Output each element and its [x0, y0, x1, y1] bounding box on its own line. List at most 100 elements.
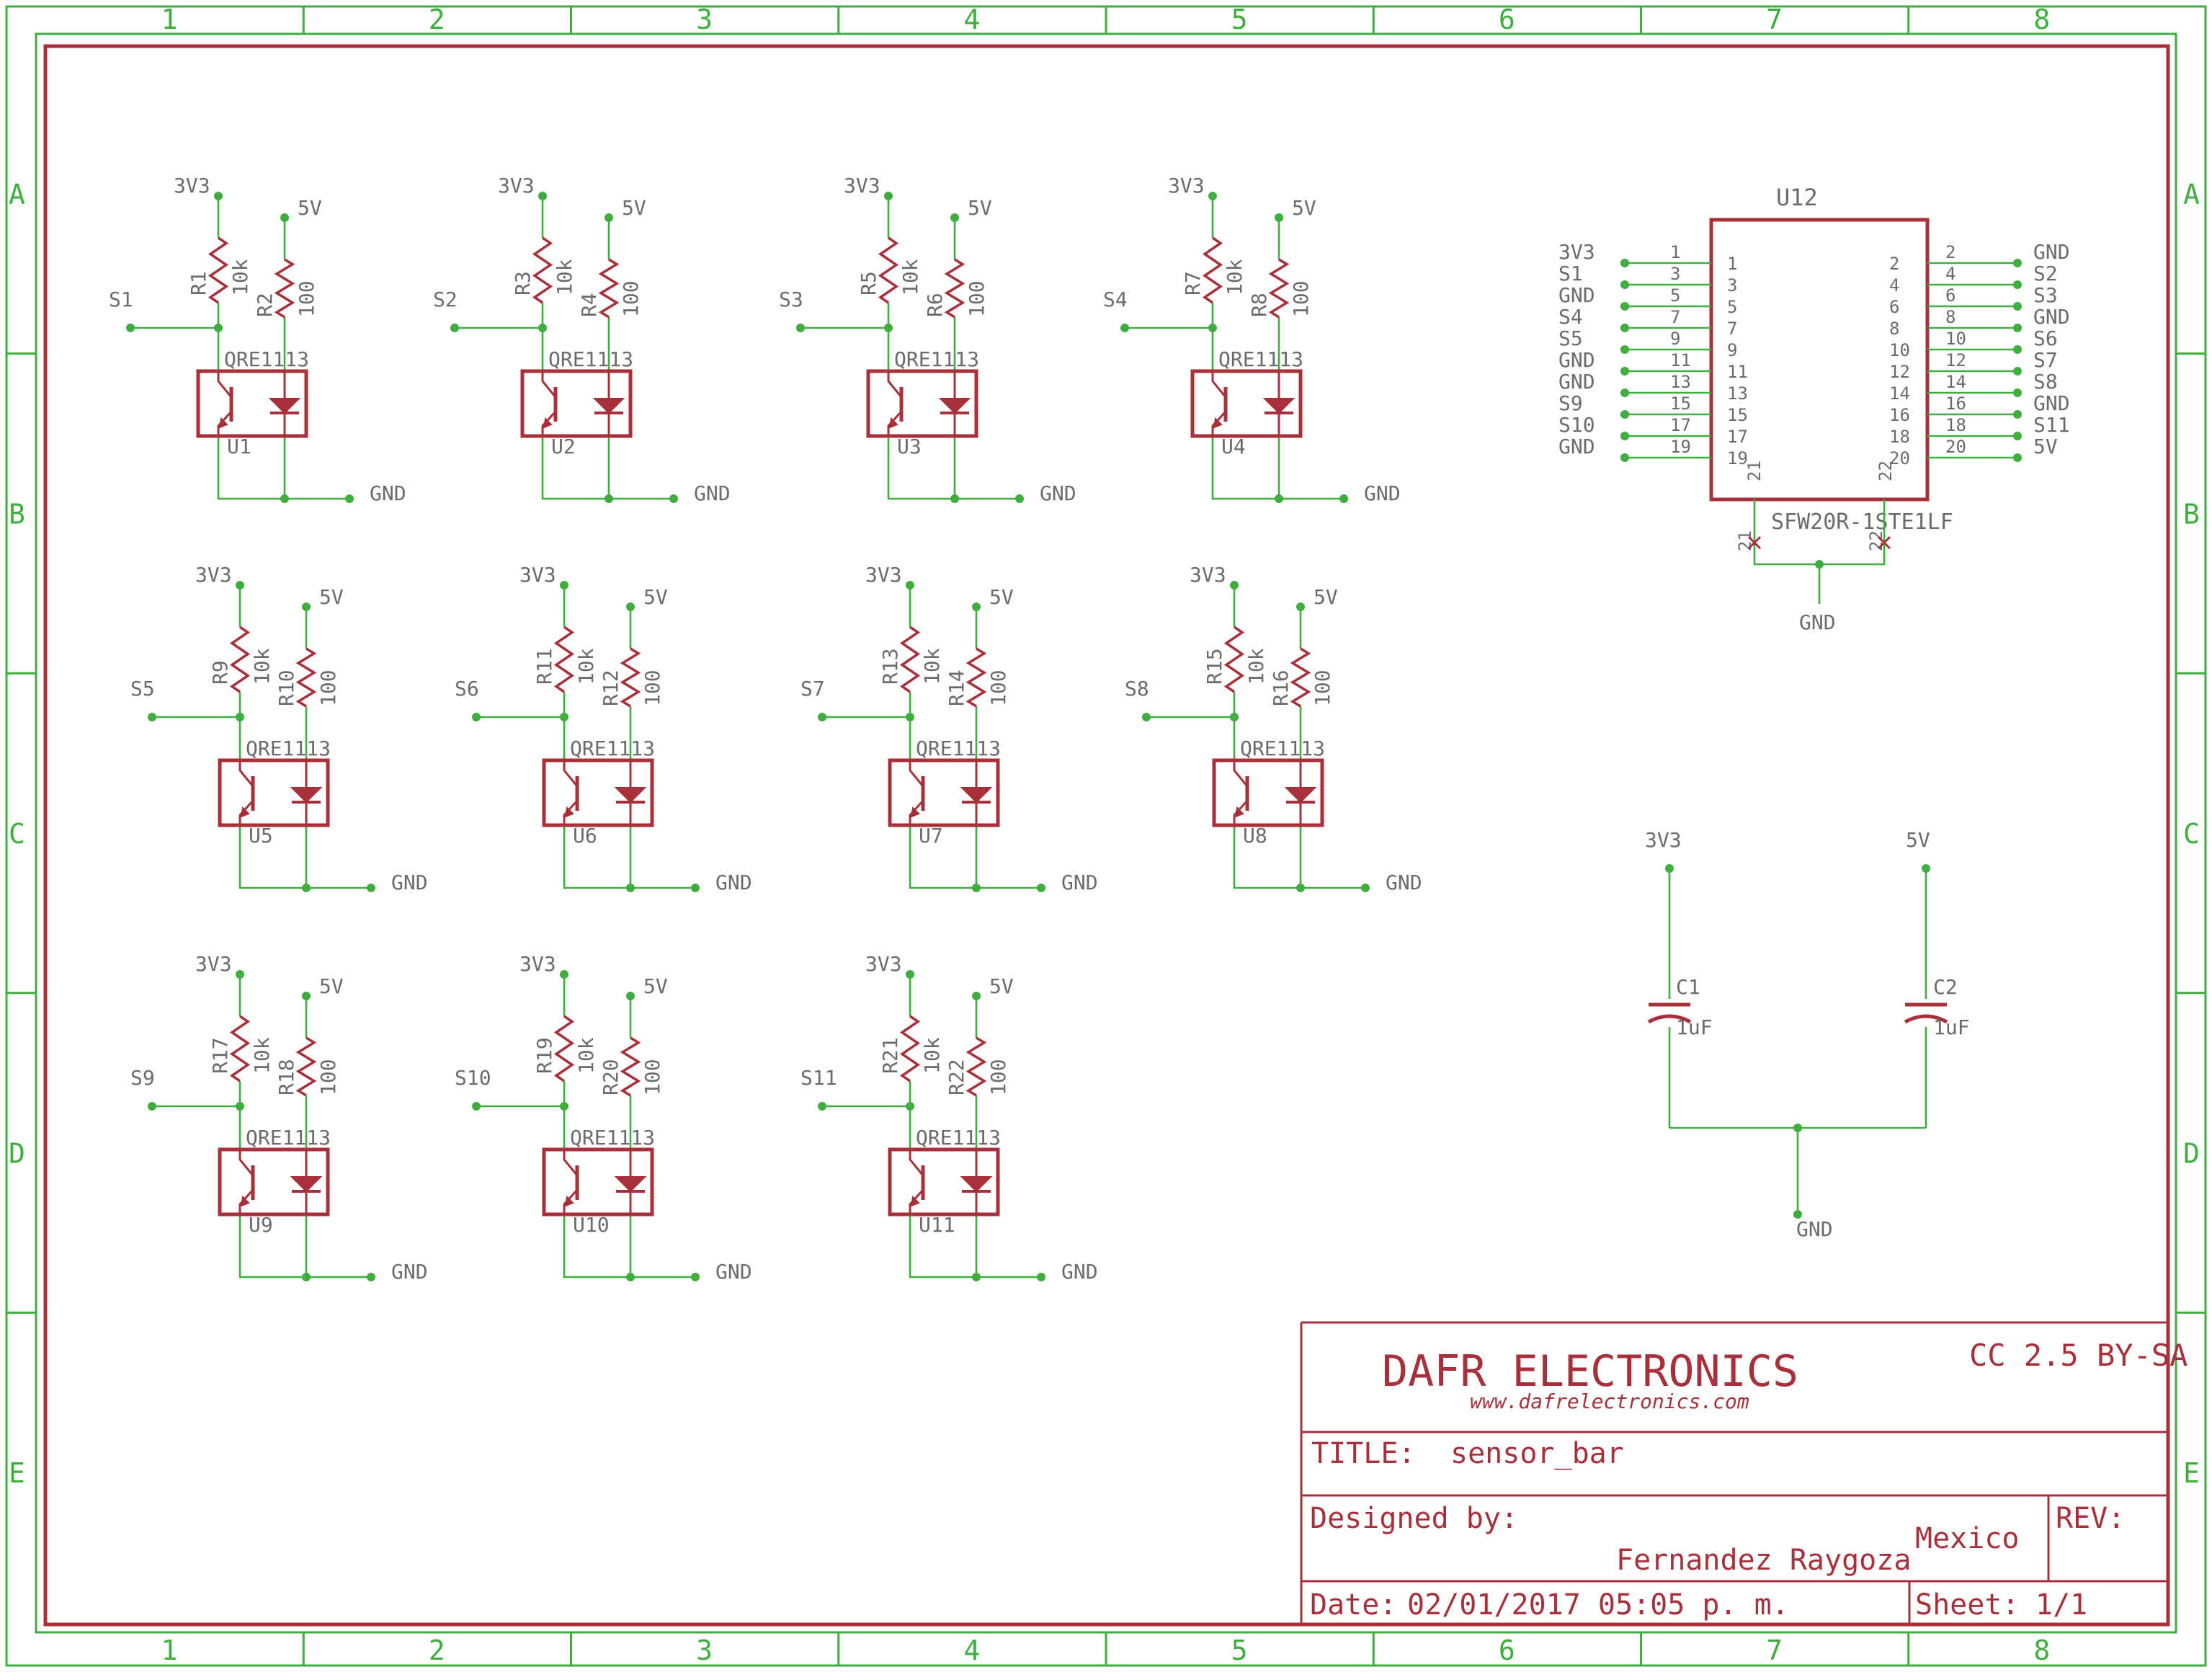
frame-col-top-7: 7	[1766, 4, 1783, 35]
sensor-gnd-label: GND	[1364, 481, 1401, 505]
sensor-pull-resistor-value: 10k	[574, 648, 598, 685]
sensor-led-resistor-value: 100	[619, 280, 643, 317]
sensor-signal-label: S2	[433, 288, 458, 311]
pin-net-label: GND	[2033, 305, 2070, 329]
sensor-3v3-label: 3V3	[1168, 174, 1205, 197]
frame-col-bottom-1: 1	[161, 1635, 178, 1666]
frame-row-right-B: B	[2183, 498, 2200, 530]
sensor-led-resistor-name: R4	[577, 293, 601, 317]
designer-name: Fernandez Raygoza	[1616, 1544, 1911, 1577]
frame-row-right-D: D	[2183, 1138, 2200, 1170]
sensor-led-resistor-name: R8	[1247, 293, 1271, 317]
shield-gnd-label: GND	[1799, 610, 1836, 634]
sensor-5v-label: 5V	[989, 585, 1014, 609]
sensor-pull-resistor-name: R17	[208, 1037, 232, 1074]
sheet-label: Sheet:	[1915, 1588, 2020, 1622]
frame-row-left-A: A	[9, 179, 25, 210]
pin-number-inner: 2	[1889, 254, 1899, 274]
designed-label: Designed by:	[1310, 1502, 1518, 1535]
sensor-pull-resistor-value: 10k	[1244, 648, 1268, 685]
sensor-pull-resistor-value: 10k	[228, 259, 252, 295]
sensor-pull-resistor-value: 10k	[920, 648, 944, 685]
date-value: 02/01/2017 05:05 p. m.	[1407, 1588, 1789, 1622]
pin-net-label: S9	[1558, 391, 1583, 415]
pin-number-inner: 18	[1889, 427, 1910, 447]
connector-part: SFW20R-1STE1LF	[1771, 510, 1953, 535]
pin-net-label: GND	[2033, 240, 2070, 264]
sensor-part-label: QRE1113	[548, 347, 633, 371]
sensor-5v-label: 5V	[989, 974, 1014, 998]
company-name: DAFR ELECTRONICS	[1382, 1346, 1798, 1397]
sensor-signal-label: S6	[455, 677, 479, 701]
sensor-gnd-label: GND	[715, 871, 752, 894]
frame-col-bottom-3: 3	[696, 1635, 713, 1666]
sensor-5v-label: 5V	[643, 585, 668, 609]
sensor-3v3-label: 3V3	[865, 952, 902, 976]
sensor-pull-resistor-value: 10k	[898, 259, 922, 295]
sensor-5v-label: 5V	[298, 196, 322, 220]
frame-row-left-C: C	[9, 818, 25, 850]
pin-number-inner: 4	[1889, 275, 1899, 295]
pin-net-label: S8	[2033, 370, 2058, 393]
pin-number-outer: 10	[1945, 329, 1966, 349]
sensor-pull-resistor-name: R3	[511, 271, 535, 295]
sensor-pull-resistor-name: R7	[1181, 271, 1205, 295]
pin-number-outer: 7	[1670, 307, 1680, 327]
pin-net-label: S11	[2033, 413, 2070, 437]
c1-net-label: 3V3	[1645, 828, 1682, 852]
pin-number-outer: 18	[1945, 415, 1966, 435]
sensor-pull-resistor-name: R15	[1203, 648, 1226, 685]
frame-col-top-4: 4	[963, 4, 980, 35]
pin-number-outer: 5	[1670, 285, 1680, 306]
sensor-part-label: QRE1113	[1218, 347, 1303, 371]
frame-row-right-C: C	[2183, 818, 2200, 850]
pin-number-inner: 5	[1727, 297, 1737, 317]
sensor-led-resistor-name: R22	[945, 1059, 968, 1095]
title-label: TITLE:	[1311, 1437, 1416, 1470]
pin-number-inner: 20	[1889, 448, 1910, 468]
pin-net-label: 3V3	[1558, 240, 1595, 264]
sensor-pull-resistor-value: 10k	[920, 1037, 944, 1074]
pin-number-inner: 6	[1889, 297, 1899, 317]
frame-col-bottom-7: 7	[1766, 1635, 1783, 1666]
c1-value: 1uF	[1676, 1015, 1713, 1039]
pin-net-label: S7	[2033, 348, 2058, 372]
pin-number-inner: 13	[1727, 383, 1748, 404]
pin-number-inner: 11	[1727, 362, 1748, 382]
rev-label: REV:	[2056, 1502, 2125, 1535]
c2-value: 1uF	[1933, 1015, 1970, 1039]
pin-net-label: S10	[1558, 413, 1595, 437]
pin-number-inner: 9	[1727, 340, 1737, 360]
sensor-5v-label: 5V	[622, 196, 646, 220]
sensor-signal-label: S10	[455, 1066, 491, 1090]
sensor-part-label: QRE1113	[570, 1126, 655, 1150]
pin-number-outer: 1	[1670, 242, 1680, 262]
sensor-5v-label: 5V	[1314, 585, 1338, 609]
sensor-led-resistor-value: 100	[641, 670, 664, 706]
sensor-5v-label: 5V	[968, 196, 992, 220]
sensor-gnd-label: GND	[370, 481, 406, 505]
pin-net-label: S5	[1558, 326, 1583, 350]
company-website: www.dafrelectronics.com	[1470, 1389, 1749, 1413]
c2-name: C2	[1933, 975, 1958, 999]
sensor-led-resistor-value: 100	[986, 670, 1010, 706]
pin-number-inner: 17	[1727, 427, 1748, 447]
pin-number-inner: 19	[1727, 448, 1748, 468]
connector-name: U12	[1776, 184, 1818, 211]
pin-number-outer: 9	[1670, 329, 1680, 349]
designer-location: Mexico	[1915, 1522, 2020, 1555]
sensor-3v3-label: 3V3	[195, 563, 232, 587]
frame-col-bottom-5: 5	[1231, 1635, 1248, 1666]
pin-net-label: S1	[1558, 262, 1583, 285]
pin-net-label: S6	[2033, 326, 2058, 350]
c1-name: C1	[1676, 975, 1700, 999]
sensor-led-resistor-value: 100	[1311, 670, 1334, 706]
